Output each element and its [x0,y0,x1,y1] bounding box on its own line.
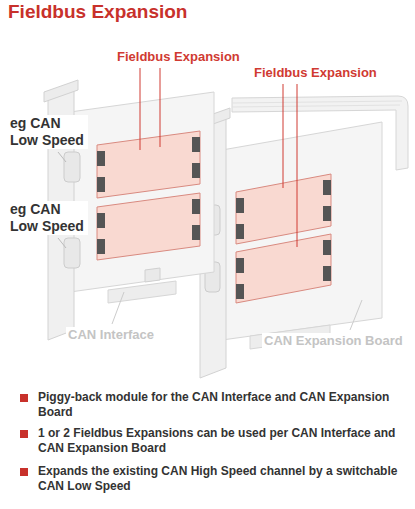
module-connector-tab [192,199,200,214]
leader-line [350,300,362,330]
leader-line [140,68,141,150]
bullet-square [20,394,28,402]
module-connector-tab [236,284,244,299]
interface-chip [145,268,160,282]
module-label: Fieldbus Expansion [115,49,242,64]
connector-label: eg CAN Low Speed [10,201,88,235]
interface-edge-connector [108,281,176,303]
fieldbus-modules [97,131,331,303]
module-connector-tab [323,240,331,255]
part-name: CAN Expansion Board [262,333,405,348]
leader-line [58,152,66,162]
fieldbus-module [97,131,200,198]
module-connector-tab [97,151,105,166]
part-name: CAN Interface [66,327,156,342]
module-connector-tab [236,224,244,239]
interface-board [70,92,214,292]
bullet-text: 1 or 2 Fieldbus Expansions can be used p… [38,426,400,456]
leader-line [160,68,161,147]
module-connector-tab [323,180,331,195]
module-connector-tab [323,266,331,281]
connector-label: eg CAN Low Speed [10,115,88,149]
module-connector-tab [97,213,105,228]
module-connector-tab [192,225,200,240]
module-connector-tab [192,137,200,152]
bullet-square [20,468,28,476]
bullet-text: Expands the existing CAN High Speed chan… [38,464,400,494]
module-connector-tab [323,206,331,221]
expansion-board [222,122,382,340]
fieldbus-module [236,234,331,303]
module-connector-tab [236,258,244,273]
leader-line [58,238,66,248]
leader-line [283,84,284,188]
ribbon-wires [232,101,402,107]
can-connector [64,238,80,268]
leader-line [297,84,298,247]
module-connector-tab [97,239,105,254]
module-connector-tab [97,177,105,192]
module-label: Fieldbus Expansion [252,65,379,80]
page-title: Fieldbus Expansion [8,1,187,23]
can-connector [64,152,80,182]
interface-bracket-tab [44,80,78,102]
fieldbus-module [97,193,200,260]
leader-line [112,292,124,324]
module-connector-tab [236,198,244,213]
bullet-square [20,430,28,438]
bullet-text: Piggy-back module for the CAN Interface … [38,390,400,420]
module-connector-tab [192,163,200,178]
